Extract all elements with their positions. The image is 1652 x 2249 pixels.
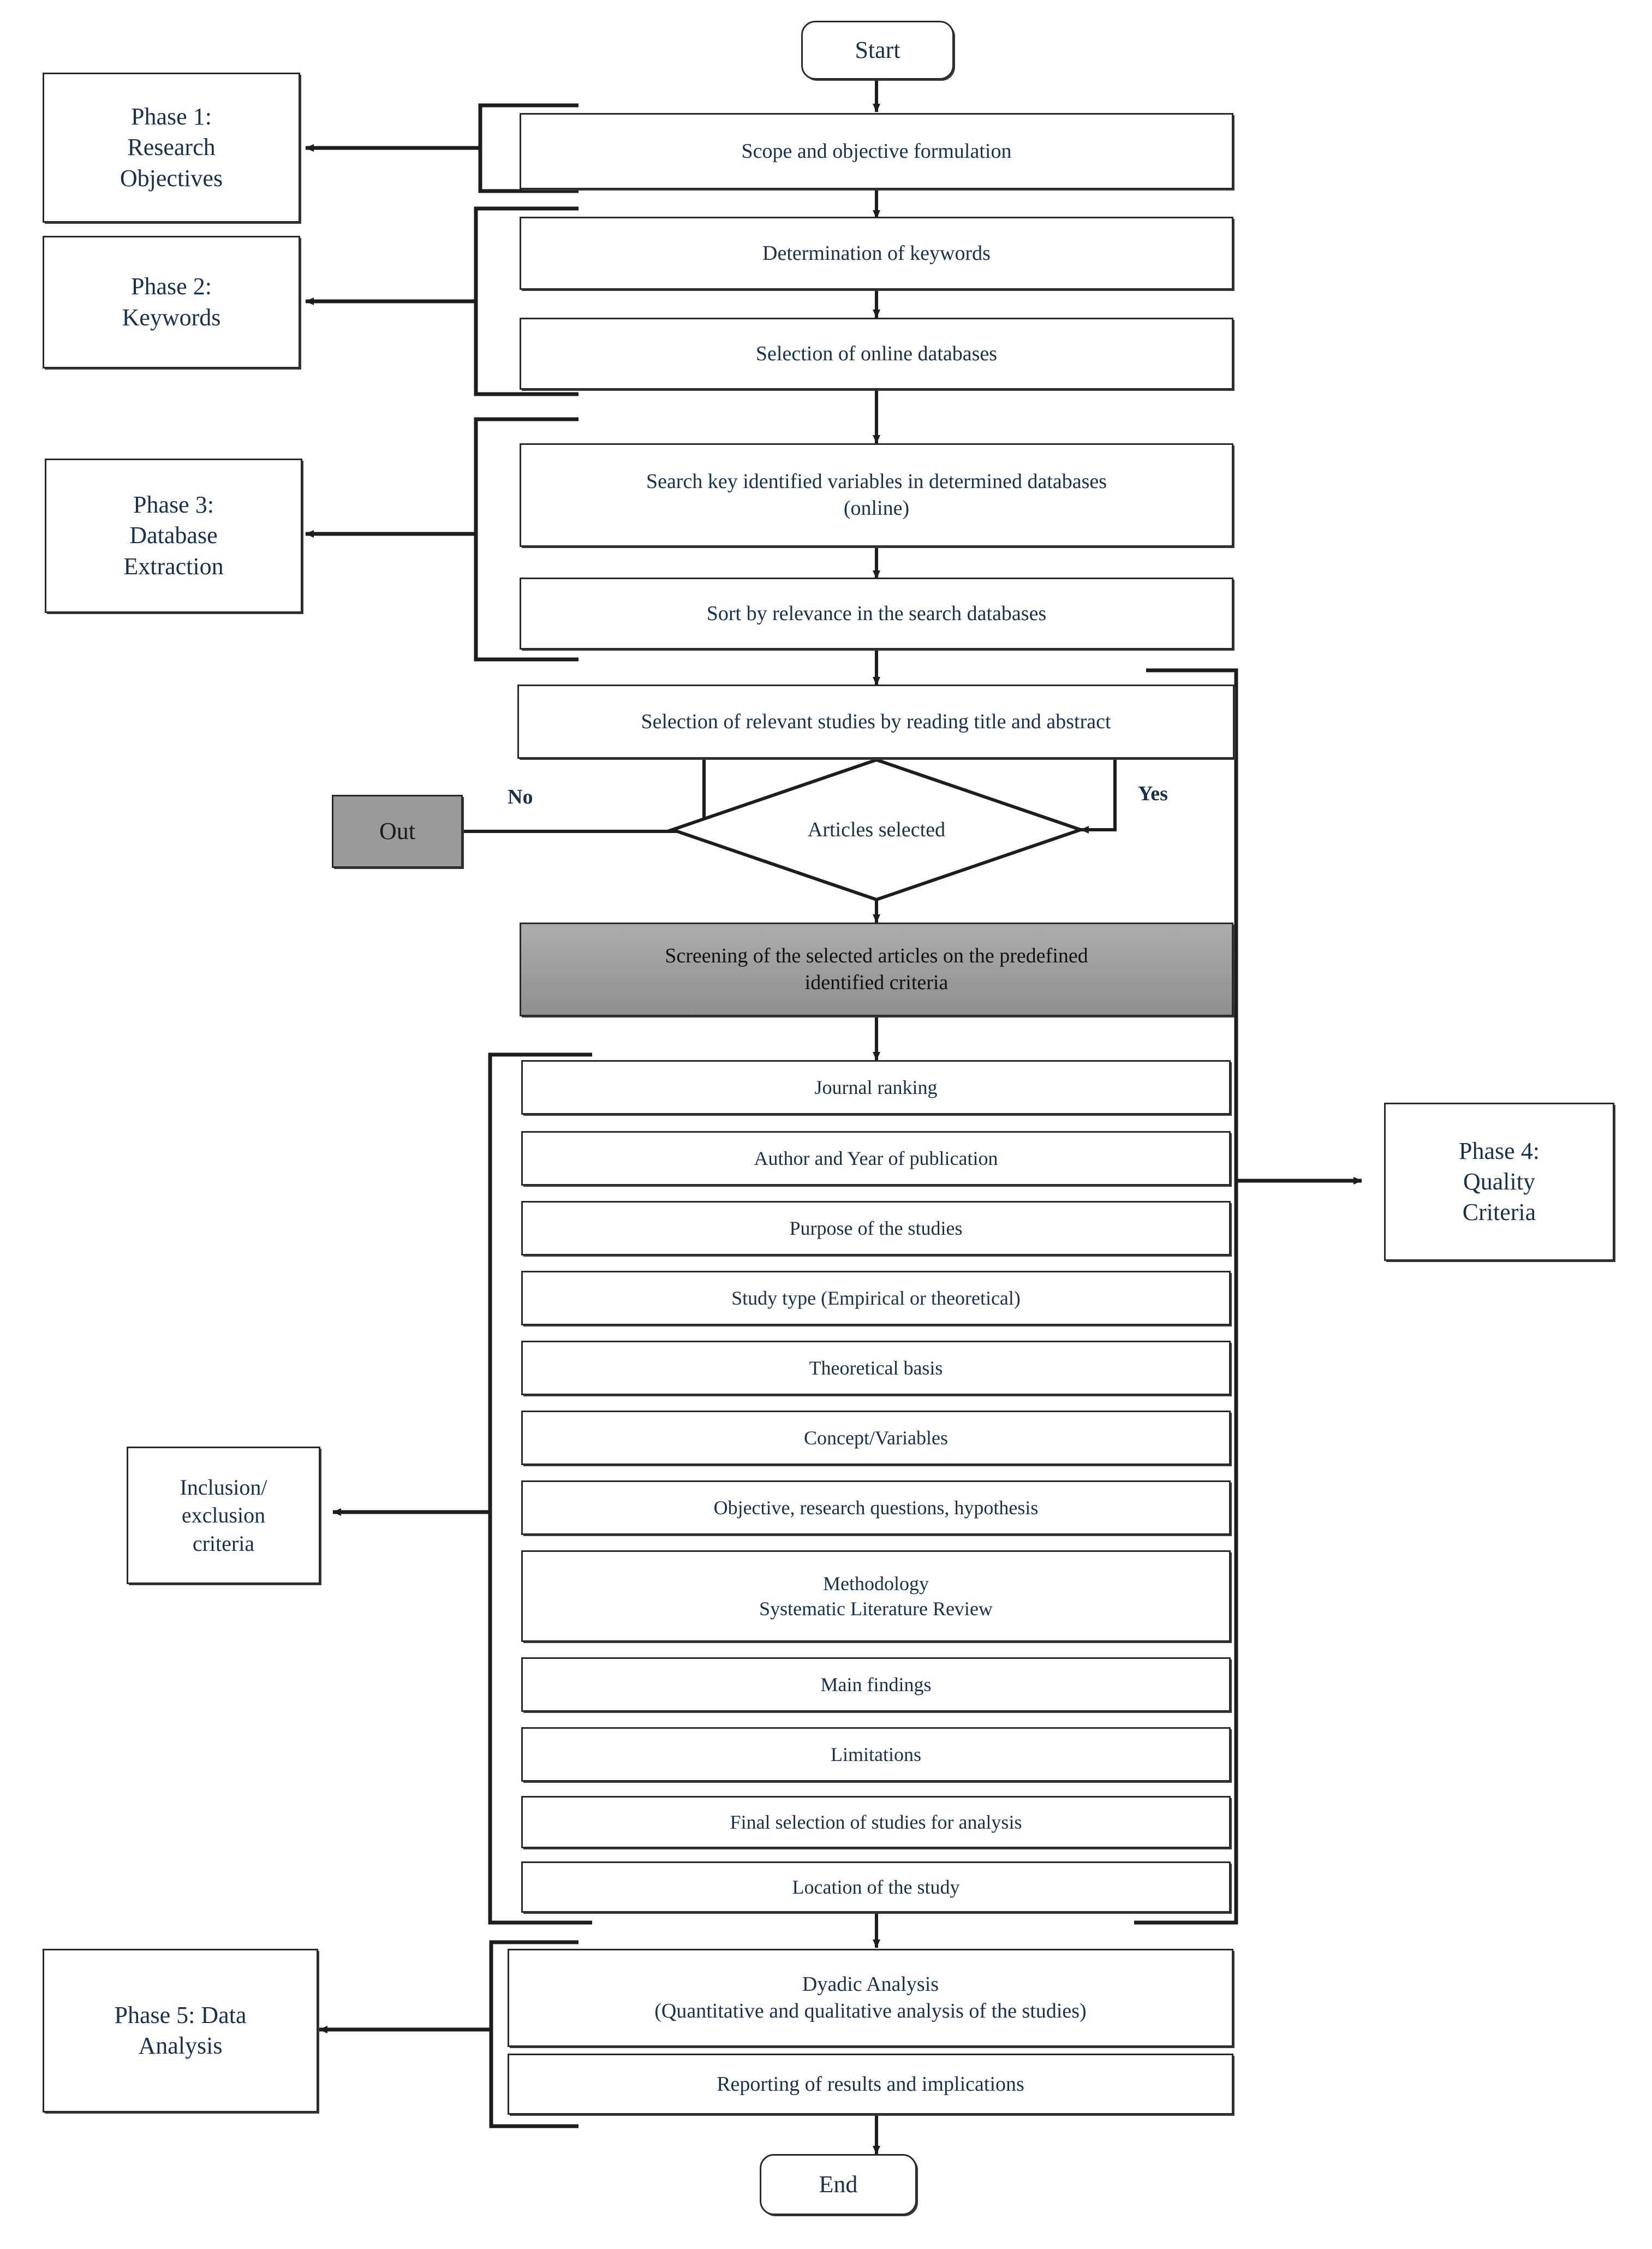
criteria-box-c1: Journal ranking <box>521 1060 1231 1115</box>
criteria-box-c8: Methodology Systematic Literature Review <box>521 1550 1231 1642</box>
decision-articles-selected: Articles selected <box>672 760 1081 900</box>
criteria-box-c12: Location of the study <box>521 1861 1231 1913</box>
criteria-box-c2: Author and Year of publication <box>521 1131 1231 1186</box>
criteria-box-c7: Objective, research questions, hypothesi… <box>521 1480 1231 1535</box>
criteria-box-c4: Study type (Empirical or theoretical) <box>521 1271 1231 1325</box>
analysis-box-reporting: Reporting of results and implications <box>508 2054 1233 2115</box>
criteria-box-c3: Purpose of the studies <box>521 1201 1231 1256</box>
start-terminator: Start <box>801 21 954 80</box>
phase-box-phase4: Phase 4: Quality Criteria <box>1384 1103 1614 1261</box>
branch-label-no: No <box>508 786 533 808</box>
criteria-box-c5: Theoretical basis <box>521 1341 1231 1395</box>
phase-box-phase3: Phase 3: Database Extraction <box>45 459 302 613</box>
out-terminator: Out <box>332 795 463 868</box>
process-box-selectstudy: Selection of relevant studies by reading… <box>517 685 1234 759</box>
analysis-box-dyadic: Dyadic Analysis (Quantitative and qualit… <box>508 1949 1233 2047</box>
criteria-box-c11: Final selection of studies for analysis <box>521 1796 1231 1848</box>
criteria-box-c6: Concept/Variables <box>521 1411 1231 1465</box>
process-box-scope: Scope and objective formulation <box>520 113 1233 189</box>
process-box-searchkey: Search key identified variables in deter… <box>520 443 1233 547</box>
phase-box-phase1: Phase 1: Research Objectives <box>43 73 300 223</box>
process-box-screening: Screening of the selected articles on th… <box>520 923 1233 1016</box>
end-terminator: End <box>760 2154 917 2215</box>
branch-label-yes: Yes <box>1138 782 1168 805</box>
criteria-box-c10: Limitations <box>521 1727 1231 1782</box>
phase-box-phase2: Phase 2: Keywords <box>43 236 300 368</box>
process-box-sort: Sort by relevance in the search database… <box>520 578 1233 650</box>
phase-box-phase5: Phase 5: Data Analysis <box>43 1949 318 2113</box>
note-box-inclusion-exclusion-criteria: Inclusion/ exclusion criteria <box>127 1447 320 1584</box>
process-box-databases: Selection of online databases <box>520 318 1233 390</box>
decision-label: Articles selected <box>807 818 946 841</box>
criteria-box-c9: Main findings <box>521 1657 1231 1712</box>
process-box-keywords: Determination of keywords <box>520 217 1233 290</box>
